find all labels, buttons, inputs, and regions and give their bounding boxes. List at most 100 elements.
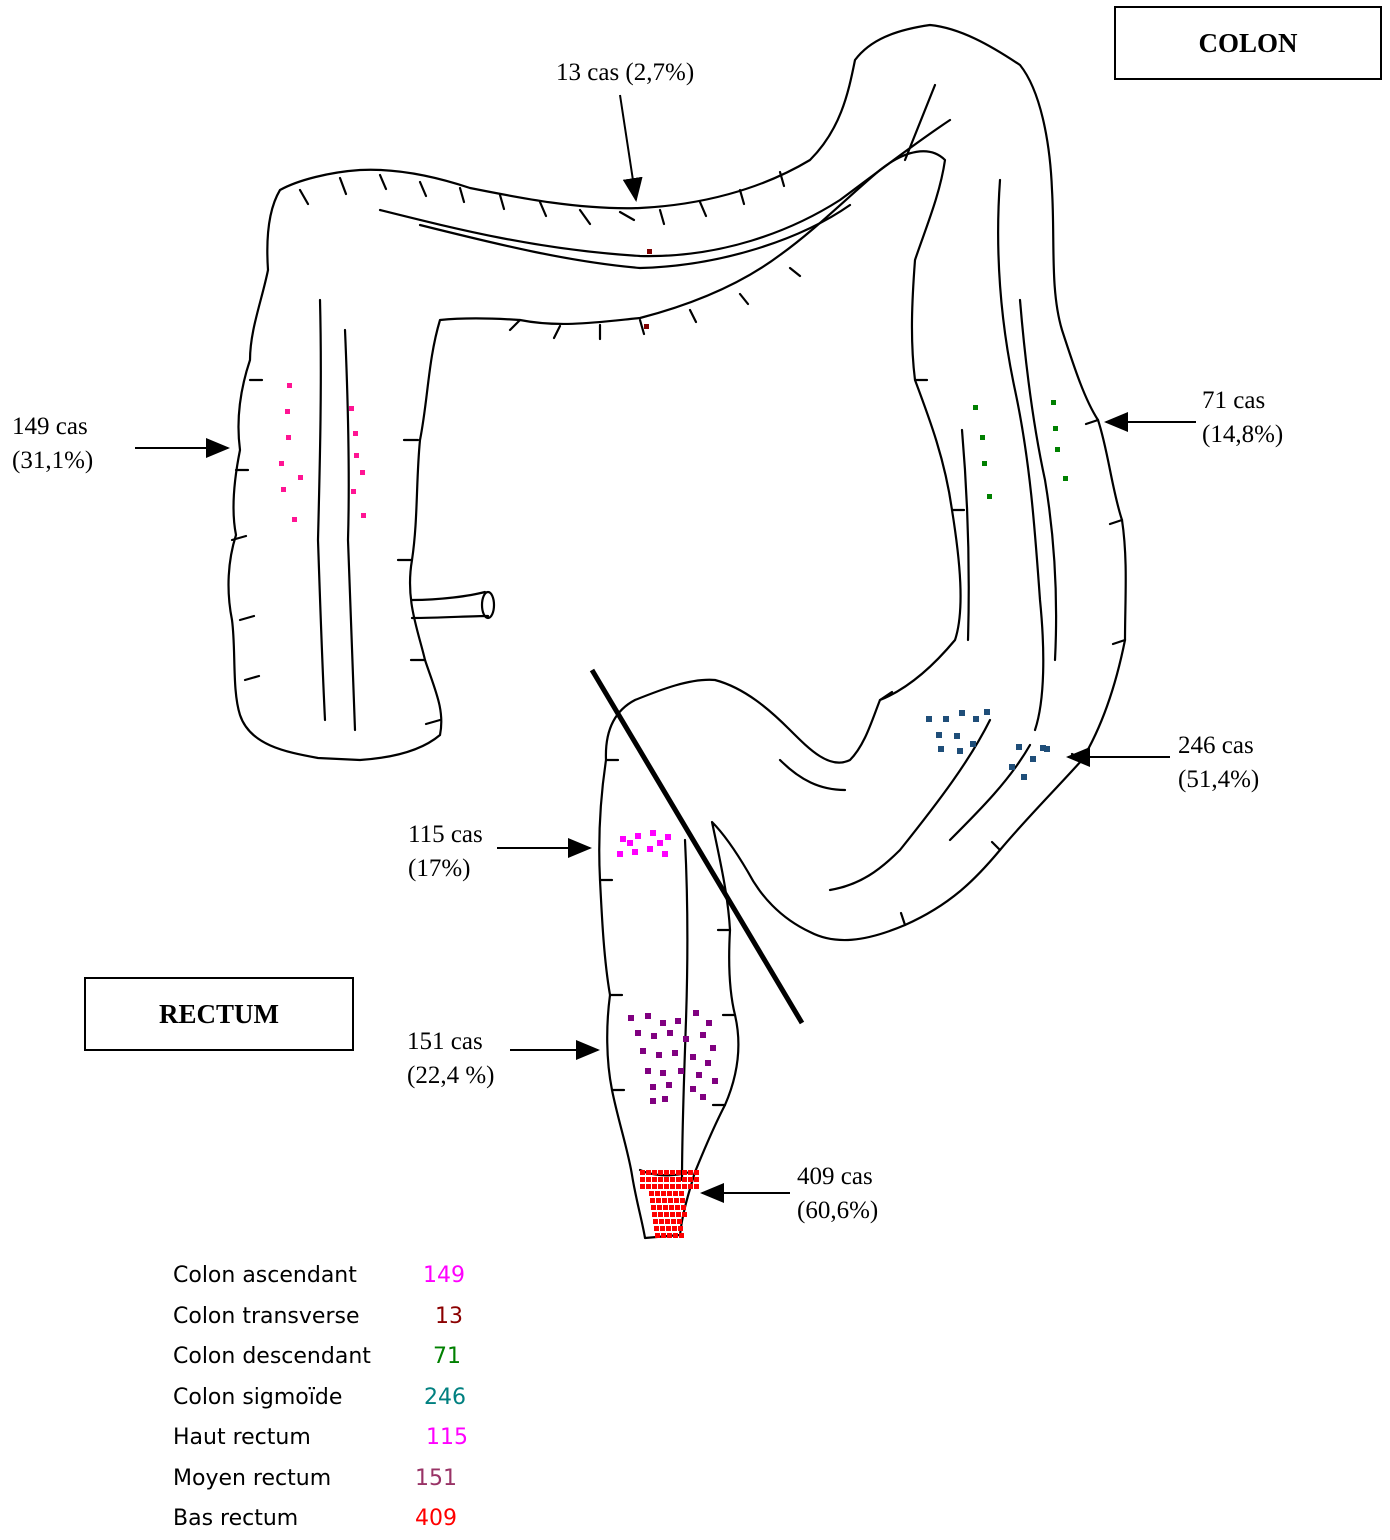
lower-rectum-case-dot [655, 1233, 660, 1238]
lower-rectum-case-dot [652, 1177, 657, 1182]
lower-rectum-case-dot [655, 1191, 660, 1196]
lower-rectum-case-dot [681, 1205, 686, 1210]
sigmoid-case-dot [1021, 774, 1027, 780]
middle-rectum-case-dot [675, 1018, 681, 1024]
ascending-case-dot [354, 453, 359, 458]
upper-rectum-case-dot [665, 834, 671, 840]
descending-case-dot [1063, 476, 1068, 481]
middle-rectum-case-dot [672, 1050, 678, 1056]
lower-rectum-case-dot [688, 1184, 693, 1189]
colon-title: COLON [1198, 28, 1297, 59]
lower-rectum-case-dot [682, 1184, 687, 1189]
middle-rectum-case-dot [690, 1054, 696, 1060]
sigmoid-case-dot [926, 716, 932, 722]
lower-rectum-case-dot [663, 1205, 668, 1210]
lower-rectum-case-dot [664, 1212, 669, 1217]
descending-case-dot [1053, 426, 1058, 431]
legend-value: 115 [426, 1418, 468, 1458]
legend-name: Bas rectum [173, 1499, 298, 1539]
legend-value: 246 [424, 1378, 466, 1418]
arrow-transverse [620, 95, 636, 200]
callout-descending: 71 cas (14,8%) [1202, 384, 1283, 452]
callout-transverse-line1: 13 cas (2,7%) [556, 56, 694, 90]
lower-rectum-case-dot [666, 1226, 671, 1231]
lower-rectum-case-dot [658, 1170, 663, 1175]
middle-rectum-case-dot [635, 1030, 641, 1036]
lower-rectum-case-dot [682, 1170, 687, 1175]
colon-outline [229, 25, 1126, 1238]
lower-rectum-case-dot [673, 1191, 678, 1196]
middle-rectum-case-dot [645, 1068, 651, 1074]
lower-rectum-case-dot [646, 1184, 651, 1189]
lower-rectum-case-dot [652, 1170, 657, 1175]
lower-rectum-case-dot [694, 1177, 699, 1182]
middle-rectum-case-dot [700, 1032, 706, 1038]
ascending-case-dot [360, 470, 365, 475]
rectum-title: RECTUM [159, 999, 279, 1030]
middle-rectum-case-dot [693, 1010, 699, 1016]
lower-rectum-case-dot [676, 1177, 681, 1182]
middle-rectum-case-dot [678, 1068, 684, 1074]
lower-rectum-case-dot [668, 1198, 673, 1203]
middle-rectum-case-dot [696, 1072, 702, 1078]
callout-middle-rectum-count: 151 cas [407, 1025, 494, 1059]
descending-case-dot [1051, 400, 1056, 405]
transverse-case-dot [647, 249, 652, 254]
lower-rectum-case-dot [676, 1184, 681, 1189]
lower-rectum-case-dot [656, 1198, 661, 1203]
middle-rectum-case-dot [660, 1070, 666, 1076]
sigmoid-case-dot [973, 716, 979, 722]
sigmoid-case-dot [959, 710, 965, 716]
lower-rectum-case-dot [664, 1170, 669, 1175]
lower-rectum-case-dot [646, 1177, 651, 1182]
legend-name: Colon sigmoïde [173, 1378, 342, 1418]
lower-rectum-case-dot [679, 1233, 684, 1238]
sigmoid-case-dot [938, 746, 944, 752]
middle-rectum-case-dot [660, 1020, 666, 1026]
lower-rectum-case-dot [667, 1191, 672, 1196]
ascending-case-dot [349, 406, 354, 411]
ascending-case-dot [298, 475, 303, 480]
lower-rectum-case-dot [676, 1212, 681, 1217]
ascending-case-dot [353, 431, 358, 436]
upper-rectum-case-dot [650, 830, 656, 836]
ascending-case-dot [281, 487, 286, 492]
callout-upper-rectum-count: 115 cas [408, 818, 483, 852]
lower-rectum-case-dot [654, 1226, 659, 1231]
upper-rectum-case-dot [635, 833, 641, 839]
lower-rectum-case-dot [657, 1205, 662, 1210]
sigmoid-case-dot [1009, 764, 1015, 770]
rectum-title-box: RECTUM [84, 977, 354, 1051]
middle-rectum-case-dot [700, 1094, 706, 1100]
ascending-case-dot [286, 435, 291, 440]
lower-rectum-case-dot [670, 1177, 675, 1182]
middle-rectum-case-dot [640, 1048, 646, 1054]
callout-middle-rectum: 151 cas (22,4 %) [407, 1025, 494, 1093]
lower-rectum-case-dot [680, 1198, 685, 1203]
middle-rectum-case-dot [645, 1013, 651, 1019]
callout-middle-rectum-percent: (22,4 %) [407, 1059, 494, 1093]
lower-rectum-case-dot [670, 1170, 675, 1175]
sigmoid-case-dot [1016, 744, 1022, 750]
upper-rectum-case-dot [620, 836, 626, 842]
lower-rectum-case-dot [664, 1177, 669, 1182]
lower-rectum-case-dot [673, 1233, 678, 1238]
sigmoid-case-dot [970, 741, 976, 747]
lower-rectum-case-dot [669, 1205, 674, 1210]
middle-rectum-case-dot [651, 1033, 657, 1039]
legend-name: Haut rectum [173, 1418, 311, 1458]
legend-value: 151 [415, 1459, 457, 1499]
legend-value: 409 [415, 1499, 457, 1539]
middle-rectum-case-dot [712, 1078, 718, 1084]
lower-rectum-case-dot [688, 1177, 693, 1182]
lower-rectum-case-dot [658, 1184, 663, 1189]
lower-rectum-case-dot [651, 1205, 656, 1210]
callout-lower-rectum: 409 cas (60,6%) [797, 1160, 878, 1228]
lower-rectum-case-dot [664, 1184, 669, 1189]
sigmoid-case-dot [984, 709, 990, 715]
lower-rectum-case-dot [688, 1170, 693, 1175]
lower-rectum-case-dot [675, 1205, 680, 1210]
lower-rectum-case-dot [672, 1226, 677, 1231]
lower-rectum-case-dot [665, 1219, 670, 1224]
